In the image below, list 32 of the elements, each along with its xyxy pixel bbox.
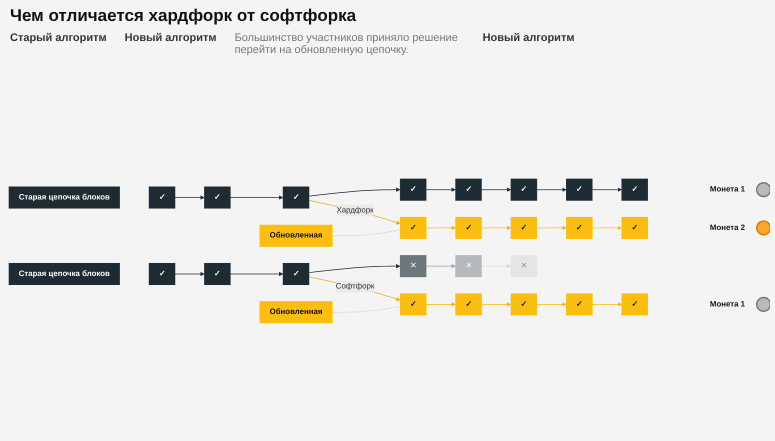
arrow <box>592 188 622 192</box>
arrow <box>308 264 400 273</box>
arrow <box>426 264 456 268</box>
node-circle <box>756 182 770 198</box>
arrow <box>174 195 205 200</box>
arrow <box>174 272 205 276</box>
arrow <box>536 226 566 230</box>
arrow <box>592 226 622 230</box>
arrow <box>308 276 400 302</box>
node-circle <box>756 220 770 236</box>
connector <box>332 306 401 313</box>
arrow <box>481 226 512 230</box>
arrow <box>230 195 284 200</box>
row-heading: Старый алгоритм <box>10 32 107 46</box>
arrow <box>426 226 456 230</box>
arrow <box>481 302 512 307</box>
row-heading: Новый алгоритм <box>124 32 217 46</box>
arrow <box>308 200 400 225</box>
row-heading: Новый алгоритм <box>482 32 574 46</box>
arrow <box>536 302 566 307</box>
arrow <box>481 264 512 268</box>
arrow <box>426 302 456 307</box>
arrow <box>592 302 622 307</box>
arrow <box>426 188 456 192</box>
arrow <box>536 188 566 192</box>
note-text: Большинство участников приняло решение перейти на обновленную цепочку. <box>234 32 459 56</box>
arrow <box>308 188 400 196</box>
arrow <box>481 188 512 192</box>
diagram-title: Чем отличается хардфорк от софтфорка <box>10 6 356 26</box>
connector <box>332 230 401 236</box>
arrow <box>230 272 284 276</box>
node-circle <box>756 296 770 312</box>
